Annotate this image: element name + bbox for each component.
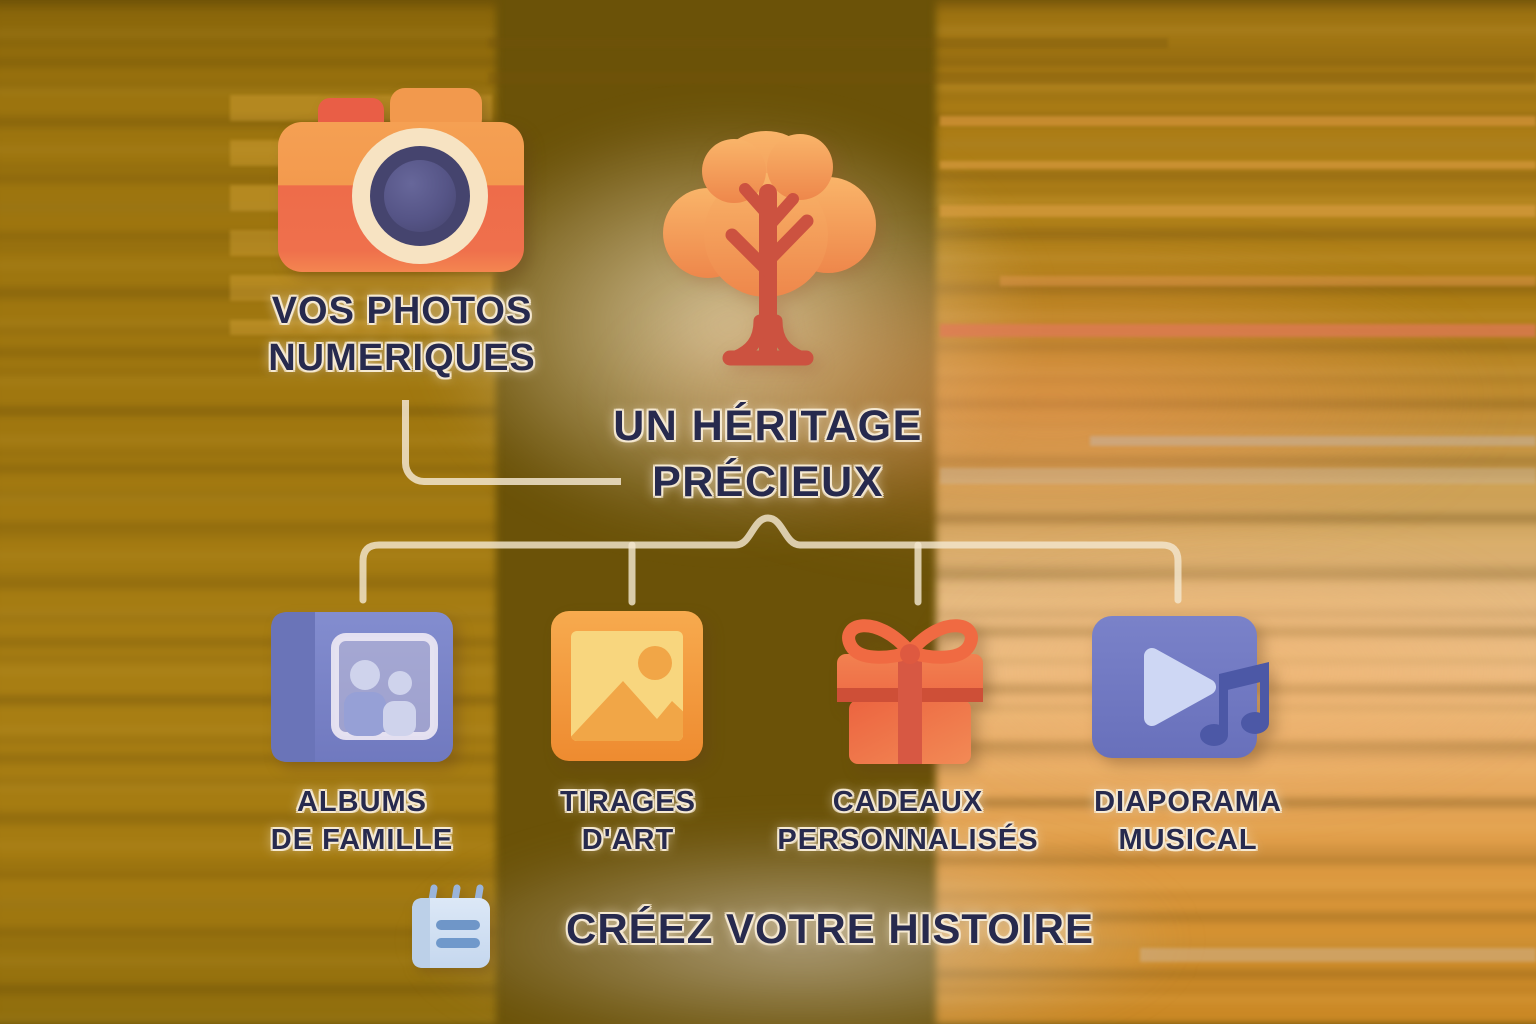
- print-label-line1: TIRAGES: [560, 786, 696, 818]
- slideshow-label: DIAPORAMA MUSICAL: [1028, 783, 1348, 859]
- slideshow-label-line1: DIAPORAMA: [1094, 786, 1282, 818]
- print-label-line2: D'ART: [581, 824, 675, 856]
- connector-photos-to-heritage: [402, 400, 621, 485]
- connector-branch-bracket: [359, 514, 1182, 606]
- heritage-heading: UN HÉRITAGE PRÉCIEUX: [518, 398, 1018, 510]
- background-grey-glow: [420, 830, 1180, 1024]
- notepad-fold: [412, 898, 430, 968]
- gift-label-line2: PERSONNALISÉS: [777, 824, 1039, 856]
- glitch-streak-grey: [940, 468, 1536, 484]
- notepad-body: [412, 898, 490, 968]
- camera-lens-inner: [384, 160, 456, 232]
- heritage-heading-line1: UN HÉRITAGE: [613, 402, 923, 450]
- glitch-streak-salmon: [940, 324, 1536, 337]
- album-label-line1: ALBUMS: [296, 786, 428, 818]
- gift-label: CADEAUX PERSONNALISÉS: [748, 783, 1068, 859]
- glitch-streak-grey: [1140, 948, 1536, 962]
- gift-bow-knot: [900, 644, 920, 664]
- photos-label-line2: NUMERIQUES: [268, 337, 536, 379]
- footer-tagline-text: CRÉEZ VOTRE HISTOIRE: [566, 905, 1094, 952]
- heritage-heading-line2: PRÉCIEUX: [652, 458, 884, 506]
- glitch-streak: [940, 116, 1536, 126]
- notepad-line: [436, 938, 480, 948]
- glitch-streak: [940, 205, 1536, 217]
- slideshow-label-line2: MUSICAL: [1118, 824, 1258, 856]
- glitch-streak-dark: [488, 38, 1168, 48]
- music-note-icon: [1200, 662, 1269, 746]
- tree-icon: [663, 131, 876, 366]
- album-label: ALBUMS DE FAMILLE: [202, 783, 522, 859]
- music-slideshow-icon: [1092, 616, 1269, 758]
- camera-icon: [278, 88, 524, 272]
- album-family-figures: [344, 660, 416, 736]
- gift-bow: [842, 619, 978, 664]
- art-print-icon: [551, 611, 703, 761]
- glitch-streak: [940, 161, 1536, 169]
- glitch-streak: [1000, 276, 1536, 286]
- photo-album-icon: [271, 612, 453, 762]
- gift-icon: [837, 619, 983, 764]
- photos-label: VOS PHOTOS NUMERIQUES: [182, 288, 622, 382]
- album-label-line2: DE FAMILLE: [270, 824, 454, 856]
- album-spine: [271, 612, 315, 762]
- gift-label-line1: CADEAUX: [832, 786, 984, 818]
- footer-tagline: CRÉEZ VOTRE HISTOIRE: [500, 903, 1160, 955]
- print-landscape: [571, 646, 683, 741]
- glitch-streak-grey: [1090, 436, 1536, 446]
- gift-ribbon-vertical: [898, 656, 922, 764]
- print-label: TIRAGES D'ART: [468, 783, 788, 859]
- play-icon: [1144, 648, 1216, 726]
- tree-trunk: [722, 183, 814, 366]
- photos-label-line1: VOS PHOTOS: [271, 290, 533, 332]
- notepad-line: [436, 920, 480, 930]
- notepad-icon: [412, 884, 490, 968]
- glitch-streak-dark: [488, 72, 1536, 84]
